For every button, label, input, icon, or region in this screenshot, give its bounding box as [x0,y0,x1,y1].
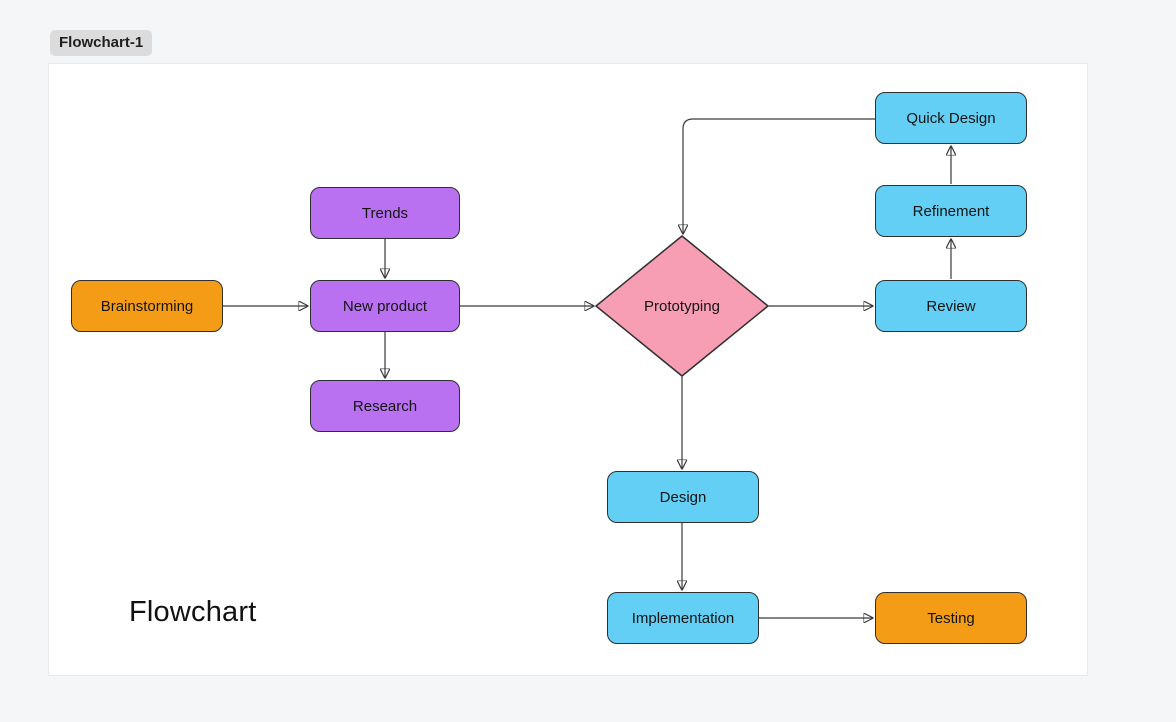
node-review[interactable]: Review [875,280,1027,332]
flowchart-canvas: Brainstorming Trends New product Researc… [48,63,1088,676]
node-quick-design[interactable]: Quick Design [875,92,1027,144]
node-prototyping[interactable]: Prototyping [612,280,752,332]
node-testing[interactable]: Testing [875,592,1027,644]
node-label: Implementation [631,609,735,627]
node-label: Prototyping [644,297,720,315]
node-implementation[interactable]: Implementation [607,592,759,644]
diagram-title-badge: Flowchart-1 [50,30,153,56]
node-label: New product [342,297,428,315]
node-label: Brainstorming [100,297,194,315]
node-label: Review [926,297,976,315]
node-label: Design [659,488,707,506]
node-brainstorming[interactable]: Brainstorming [71,280,223,332]
node-label: Refinement [912,202,990,220]
node-label: Research [352,397,418,415]
edge-quick-design-to-prototyping [683,118,875,234]
flowchart-edges-layer [223,118,1089,677]
node-refinement[interactable]: Refinement [875,185,1027,237]
node-trends[interactable]: Trends [310,187,460,239]
node-design[interactable]: Design [607,471,759,523]
node-label: Quick Design [906,109,996,127]
node-new-product[interactable]: New product [310,280,460,332]
node-label: Trends [361,204,409,222]
node-label: Testing [927,609,975,627]
diagram-caption: Flowchart [129,596,257,628]
node-research[interactable]: Research [310,380,460,432]
